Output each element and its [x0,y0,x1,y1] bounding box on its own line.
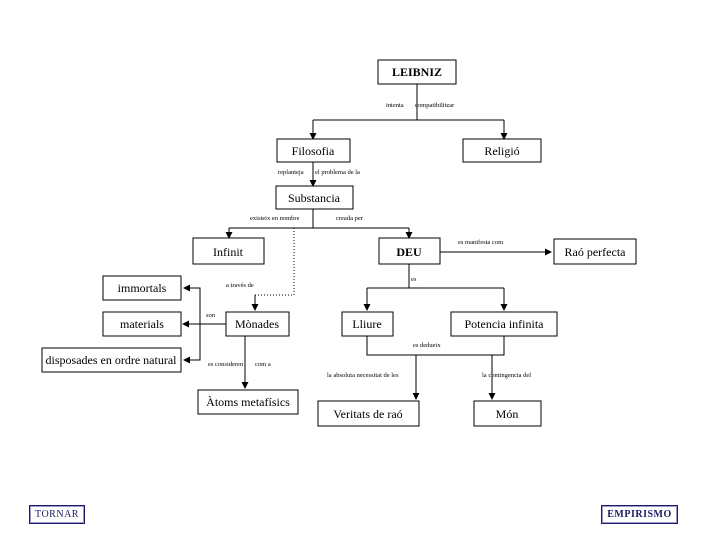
node-substancia-label: Substancia [288,191,341,205]
node-veritats: Veritats de raó [317,400,420,427]
node-rao-perfecta: Raó perfecta [553,238,637,265]
label-existeix: existeix en nombre [250,215,300,222]
node-leibniz-label: LEIBNIZ [392,65,442,79]
node-immortals-label: immortals [118,281,167,295]
connector-labels: intenta compatibilitzar replanteja el pr… [206,102,531,379]
node-leibniz: LEIBNIZ [377,59,457,85]
label-es-manifesta: es manifesta com [458,239,503,246]
edges [182,84,552,400]
label-a-traves: a través de [226,282,254,289]
node-monades: Mònades [225,311,290,337]
label-com-a: com a [255,361,271,368]
node-substancia: Substancia [275,185,354,210]
node-deu: DEU [378,237,441,265]
tornar-button[interactable]: TORNAR [29,505,85,524]
node-materials-label: materials [120,317,164,331]
label-es: es [411,276,417,283]
node-veritats-label: Veritats de raó [333,407,402,421]
label-replanteja: replanteja [278,169,304,176]
node-atoms-label: Àtoms metafísics [206,395,290,409]
label-el-problema: el problema de la [315,169,360,176]
node-materials: materials [102,311,182,337]
node-rao-perfecta-label: Raó perfecta [565,245,627,259]
label-es-dedueix: es dedueix [413,342,441,349]
node-filosofia: Filosofia [276,138,351,163]
node-filosofia-label: Filosofia [292,144,335,158]
node-infinit-label: Infinit [213,245,244,259]
node-disposades: disposades en ordre natural [41,347,182,373]
node-potencia-label: Potencia infinita [465,317,545,331]
label-son: son [206,312,216,319]
node-religio-label: Religió [484,144,519,158]
node-disposades-label: disposades en ordre natural [46,353,178,367]
empirismo-button[interactable]: EMPIRISMO [601,505,678,524]
node-mon-label: Món [496,407,519,421]
label-creada-per: creada per [336,215,364,222]
node-infinit: Infinit [192,237,265,265]
node-mon: Món [473,400,542,427]
node-potencia: Potencia infinita [450,311,558,337]
label-necessitat: la absoluta necessitat de les [327,372,399,379]
label-intenta: intenta [386,102,404,109]
node-lliure: Lliure [341,311,394,337]
label-contingencia: la contingencia del [482,372,531,379]
node-monades-label: Mònades [235,317,279,331]
node-religio: Religió [462,138,542,163]
node-immortals: immortals [102,275,182,301]
node-atoms: Àtoms metafísics [197,389,299,415]
node-deu-label: DEU [396,245,422,259]
label-compatibilitzar: compatibilitzar [415,102,455,109]
node-lliure-label: Lliure [352,317,381,331]
label-es-consideren: es consideren [208,361,244,368]
